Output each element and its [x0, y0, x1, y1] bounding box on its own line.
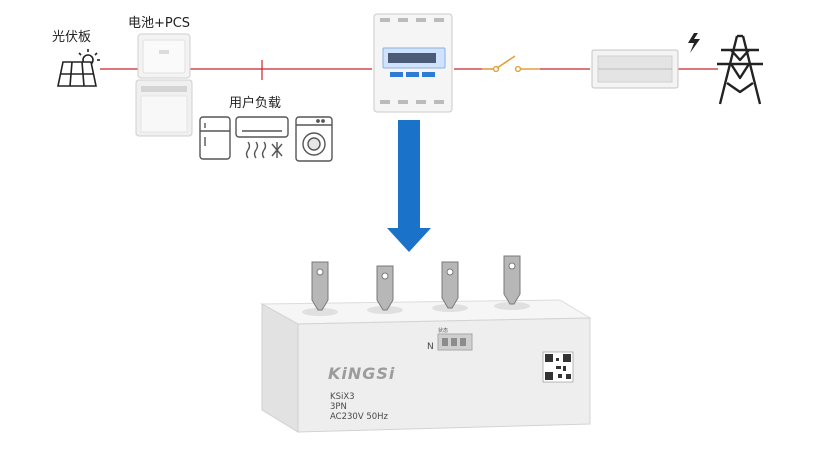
device-phase: 3PN — [330, 402, 347, 412]
power-tower-icon — [717, 34, 763, 105]
down-arrow-icon — [387, 120, 431, 252]
breaker-box — [591, 49, 679, 89]
energy-meter — [373, 13, 453, 113]
device-model: KSiX3 — [330, 392, 355, 402]
terminal-status-label: 状态 — [438, 328, 449, 334]
terminal-n-label: N — [427, 342, 434, 352]
device-rating: AC230V 50Hz — [330, 412, 389, 422]
washing-machine-icon — [295, 116, 333, 162]
label-pv: 光伏板 — [52, 30, 92, 45]
air-conditioner-icon — [235, 116, 289, 159]
fridge-icon — [199, 116, 231, 160]
lightning-icon — [688, 33, 700, 53]
label-battery-pcs: 电池+PCS — [128, 16, 191, 31]
ct-terminal-tabs — [311, 255, 521, 311]
solar-panel-icon — [57, 49, 100, 87]
switch-icon — [482, 55, 540, 73]
ct-device-body — [260, 299, 592, 433]
device-brand-logo: KiNGSi — [328, 364, 396, 383]
label-user-load: 用户负载 — [229, 96, 282, 111]
battery-pcs-unit — [135, 33, 193, 137]
